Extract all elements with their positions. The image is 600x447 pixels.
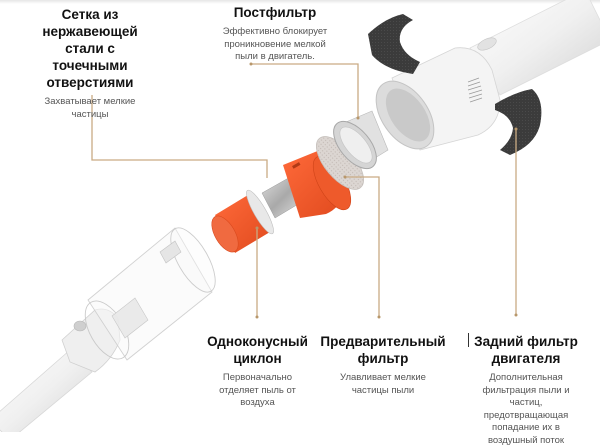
power-button-icon xyxy=(477,37,497,51)
vent-grille-icon xyxy=(467,77,483,103)
post-filter-cup xyxy=(333,110,389,170)
callout-title: Задний фильтр двигателя xyxy=(474,334,578,366)
callout-prefilter: Предварительный фильтр Улавливает мелкие… xyxy=(318,333,448,397)
callout-title: Постфильтр xyxy=(233,5,317,20)
handle-tube xyxy=(0,308,121,432)
exploded-view-illustration xyxy=(0,0,600,432)
leader-endpoints xyxy=(249,62,518,319)
leader-mesh xyxy=(91,95,268,178)
motor-housing xyxy=(375,0,600,151)
callout-title: Одноконусный циклон xyxy=(207,334,308,366)
release-button-icon xyxy=(73,320,87,332)
callout-title: Сетка из нержавеющей стали с точечными о… xyxy=(42,7,138,90)
leader-lines xyxy=(91,63,517,317)
callout-desc: Захватывает мелкие частицы xyxy=(44,96,136,120)
callout-title: Предварительный фильтр xyxy=(320,334,446,366)
top-foam-filter xyxy=(368,14,420,74)
leader-prefilter xyxy=(345,176,380,317)
callout-postfilter: Постфильтр Эффективно блокирует проникно… xyxy=(210,4,340,64)
callout-cyclone: Одноконусный циклон Первоначально отделя… xyxy=(195,333,320,410)
callout-desc: Улавливает мелкие частицы пыли xyxy=(340,372,426,396)
leader-postfilter xyxy=(251,63,359,118)
callout-mesh: Сетка из нержавеющей стали с точечными о… xyxy=(20,6,160,121)
rear-foam-filter xyxy=(495,89,542,155)
dust-bin xyxy=(84,227,216,361)
callout-desc: Дополнительная фильтрация пыли и частиц,… xyxy=(482,372,570,446)
text-cursor xyxy=(468,333,469,347)
callout-rear-filter: Задний фильтр двигателя Дополнительная ф… xyxy=(462,333,590,447)
top-edge-shadow xyxy=(0,0,600,4)
callout-desc: Первоначально отделяет пыль от воздуха xyxy=(219,372,296,408)
callout-desc: Эффективно блокирует проникновение мелко… xyxy=(222,26,328,62)
